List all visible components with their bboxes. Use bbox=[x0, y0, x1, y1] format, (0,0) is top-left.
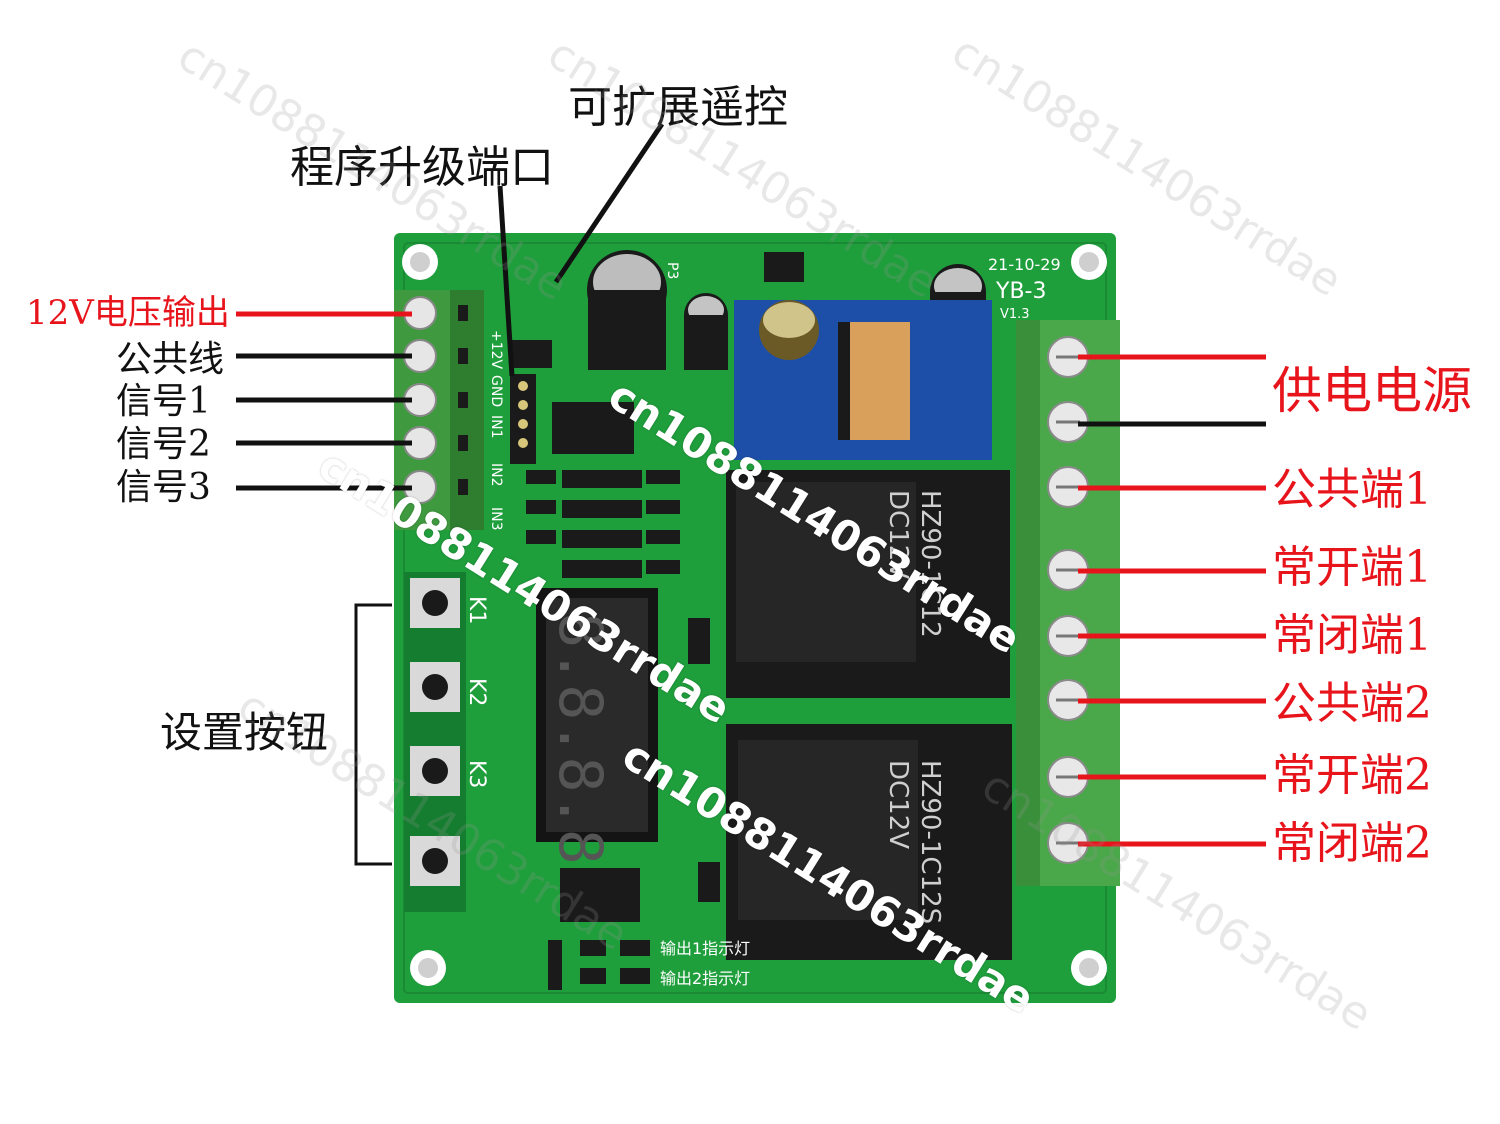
top-callout-lines bbox=[497, 122, 665, 377]
mounting-holes bbox=[402, 244, 1107, 986]
label-common-line: 公共线 bbox=[116, 339, 225, 380]
relay2-voltage: DC12V bbox=[883, 760, 913, 849]
relay1-voltage: DC12V bbox=[883, 490, 913, 579]
key-label-k3: K3 bbox=[464, 760, 489, 788]
header-pin-in1: IN1 bbox=[488, 415, 504, 439]
capacitor-large bbox=[587, 250, 667, 370]
header-pin-in2: IN2 bbox=[488, 463, 504, 487]
label-common-2: 公共端2 bbox=[1272, 678, 1432, 729]
label-expand-remote: 可扩展遥控 bbox=[568, 82, 788, 133]
header-pin-12v: +12V bbox=[488, 330, 504, 370]
setting-buttons-bracket bbox=[354, 603, 392, 866]
seven-segment-display bbox=[536, 588, 658, 842]
right-terminal-block bbox=[1016, 320, 1120, 886]
label-nc-1: 常闭端1 bbox=[1272, 610, 1432, 661]
relay-2 bbox=[726, 724, 1012, 960]
smd-components bbox=[526, 470, 720, 990]
key-label-k2: K2 bbox=[464, 678, 489, 706]
port-name: P3 bbox=[664, 262, 680, 279]
label-setting-buttons: 设置按钮 bbox=[160, 708, 329, 757]
left-terminal-block bbox=[394, 290, 484, 530]
right-callout-lines bbox=[1078, 354, 1266, 847]
relay-1 bbox=[726, 470, 1010, 698]
left-callout-lines bbox=[236, 311, 412, 491]
board-model: YB-3 bbox=[995, 279, 1046, 304]
relay1-model: HZ90-1C12 bbox=[915, 490, 945, 638]
label-power-supply: 供电电源 bbox=[1272, 362, 1472, 420]
label-program-port: 程序升级端口 bbox=[290, 142, 554, 193]
key-label-k1: K1 bbox=[464, 596, 489, 624]
label-signal-2: 信号2 bbox=[116, 424, 211, 465]
label-no-2: 常开端2 bbox=[1272, 750, 1432, 801]
header-pin-gnd: GND bbox=[488, 375, 504, 407]
blue-power-module bbox=[734, 300, 992, 460]
label-nc-2: 常闭端2 bbox=[1272, 818, 1432, 869]
header-pin-in3: IN3 bbox=[488, 507, 504, 531]
setting-buttons-column bbox=[404, 572, 466, 912]
label-signal-1: 信号1 bbox=[116, 381, 211, 422]
label-signal-3: 信号3 bbox=[116, 467, 211, 508]
label-no-1: 常开端1 bbox=[1272, 542, 1432, 593]
led1-label: 输出1指示灯 bbox=[660, 939, 750, 958]
board-version: V1.3 bbox=[1000, 307, 1030, 322]
ic-chip-bottom bbox=[560, 868, 640, 922]
label-common-1: 公共端1 bbox=[1272, 464, 1432, 515]
ic-chip-top bbox=[552, 402, 634, 454]
display-digits: 8.8.8.8 bbox=[545, 612, 615, 865]
relay2-model: HZ90-1C12S bbox=[915, 760, 945, 924]
board-date: 21-10-29 bbox=[988, 255, 1061, 274]
label-12v-output: 12V电压输出 bbox=[26, 293, 230, 333]
capacitor-small bbox=[684, 293, 728, 370]
led2-label: 输出2指示灯 bbox=[660, 969, 750, 988]
